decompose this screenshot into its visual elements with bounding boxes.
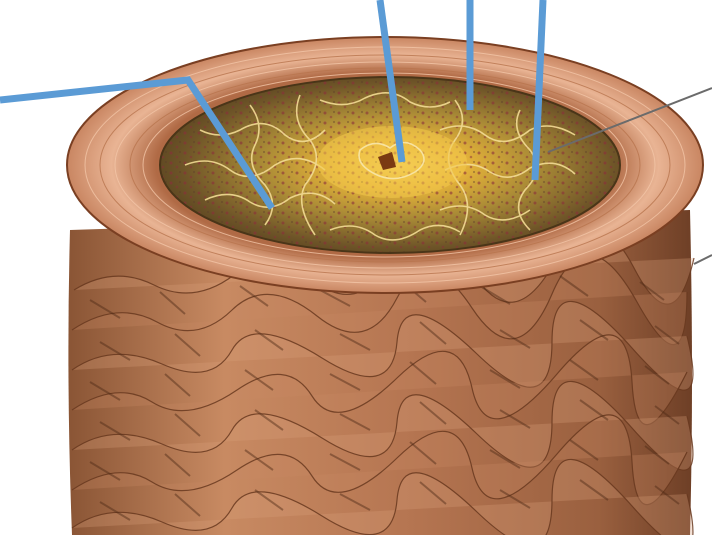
medulla [317,126,467,198]
